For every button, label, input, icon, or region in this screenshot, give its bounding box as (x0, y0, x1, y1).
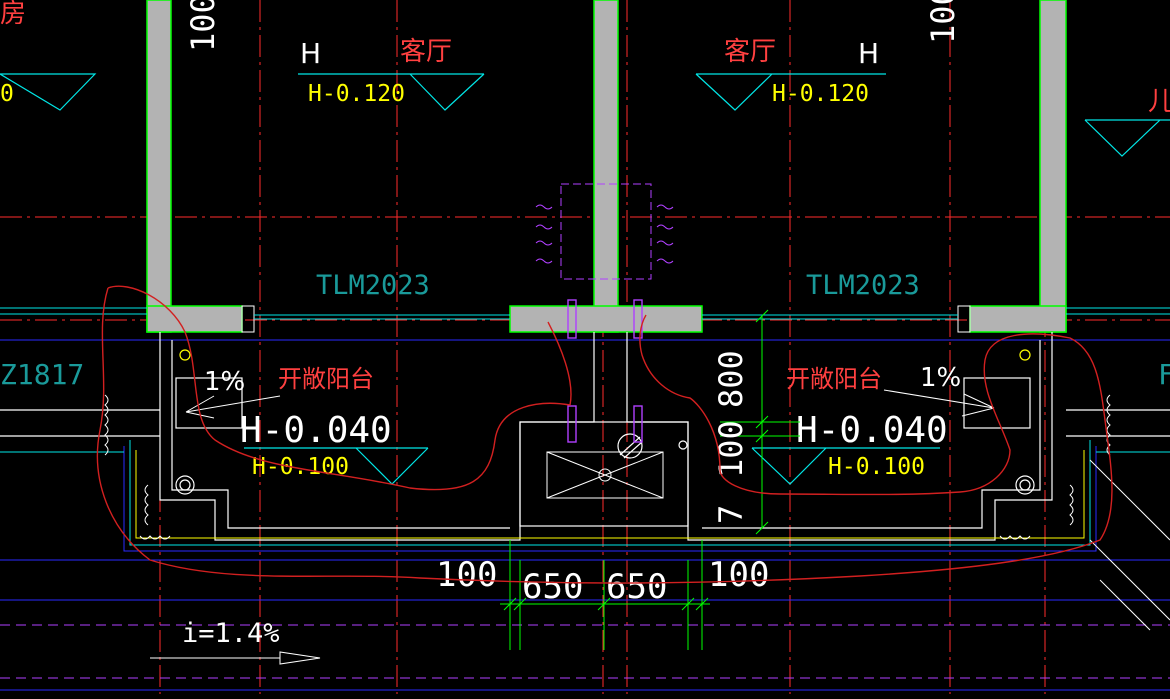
grade-label: i=1.4% (182, 618, 280, 649)
balcony-gutter-lines (0, 440, 1170, 552)
room-elevation-right: H-0.120 (772, 81, 869, 107)
slope-right: 1% (920, 363, 961, 393)
room-name-left: 客厅 (400, 37, 452, 67)
edge-tag-right: F (1158, 358, 1170, 391)
dim-top-left: 100 (184, 0, 222, 52)
horizontal-dimension-chain (500, 540, 710, 650)
ramp-hatch (1089, 459, 1170, 631)
door-tag-left: TLM2023 (316, 270, 430, 301)
review-markup (96, 285, 1113, 584)
railing-scallops (104, 394, 1111, 540)
dim-vertical-c: 7 (712, 505, 750, 524)
magenta-dashed-lines (0, 624, 1170, 679)
room-name-right: 客厅 (724, 37, 776, 67)
balcony-name-right: 开敞阳台 (786, 365, 882, 393)
central-equipment-box (546, 451, 664, 499)
door-tag-right: TLM2023 (806, 270, 920, 301)
room-name-edge-left: 房 (0, 0, 26, 29)
dim-top-right: 100 (924, 0, 962, 44)
elevation-markers (0, 73, 1170, 485)
h-mark-right: H (858, 37, 879, 70)
wall-solids (146, 0, 1067, 333)
room-elevation-left: H-0.120 (308, 81, 405, 107)
dim-bottom-2: 650 (522, 567, 583, 607)
window-tag-left: Z1817 (0, 358, 84, 391)
balcony-elevation-small-left: H-0.100 (252, 454, 349, 480)
dim-bottom-1: 100 (436, 555, 497, 595)
h-mark-left: H (300, 37, 321, 70)
dim-bottom-4: 100 (708, 555, 769, 595)
sliding-door-lines (0, 307, 1170, 320)
blue-lines (0, 339, 1170, 691)
dim-bottom-3: 650 (606, 567, 667, 607)
dim-vertical-a: 800 (712, 350, 750, 408)
grade-arrow (150, 651, 321, 665)
room-elevation-edge-left: 0 (0, 81, 14, 107)
balcony-elevation-small-right: H-0.100 (828, 454, 925, 480)
pipe-shaft-markup (535, 183, 674, 443)
slope-left: 1% (204, 367, 245, 397)
room-name-edge-right: 儿 (1148, 87, 1170, 117)
balcony-outlines (0, 332, 1170, 541)
balcony-name-left: 开敞阳台 (278, 365, 374, 393)
balcony-elevation-big-right: H-0.040 (796, 410, 948, 451)
balcony-elevation-big-left: H-0.040 (240, 410, 392, 451)
